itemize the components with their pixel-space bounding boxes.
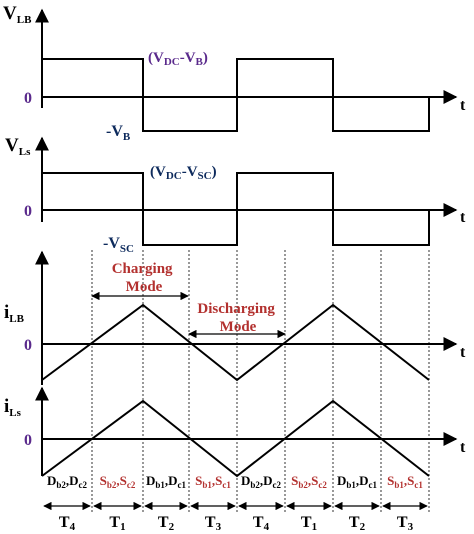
device-label: Db1,Dc1 [337, 473, 378, 490]
vls-axis-label: VLs [5, 135, 31, 158]
interval-label: T4 [59, 514, 76, 533]
interval-arrows-row: T4 T1 T2 T3 T4 T1 T2 T3 [43, 501, 428, 533]
discharging-mode-label: Discharging Mode [197, 301, 278, 335]
charging-mode-label: Charging Mode [112, 261, 177, 295]
device-label: Sb1,Sc1 [195, 473, 231, 490]
vlb-panel: VLB 0 t (VDC-VB) -VB [3, 3, 466, 143]
ils-t-label: t [460, 439, 466, 456]
neg-vsc-label: -VSC [103, 235, 134, 255]
ilb-panel: iLB 0 t Charging Mode Discharging Mode [4, 250, 466, 385]
ils-panel: iLs 0 t [4, 386, 466, 478]
device-label: Sb2,Sc2 [291, 473, 327, 490]
interval-label: T1 [109, 514, 125, 533]
vls-panel: VLs 0 t (VDC-VSC) -VSC [5, 135, 466, 255]
interval-label: T3 [397, 514, 414, 533]
device-label: Db1,Dc1 [146, 473, 187, 490]
vls-waveform [42, 172, 430, 246]
vlb-zero-label: 0 [24, 90, 32, 107]
interval-label: T3 [205, 514, 222, 533]
device-label: Sb1,Sc1 [387, 473, 423, 490]
ilb-waveform [41, 303, 430, 382]
vls-t-label: t [460, 209, 466, 226]
ils-axis-label: iLs [4, 396, 22, 419]
ils-waveform [41, 399, 430, 478]
device-labels-row: Db2,Dc2 Sb2,Sc2 Db1,Dc1 Sb1,Sc1 Db2,Dc2 Sb2,S… [47, 473, 423, 490]
vls-zero-label: 0 [24, 203, 32, 220]
ilb-axis-label: iLB [4, 302, 25, 325]
interval-label: T2 [158, 514, 175, 533]
interval-label: T2 [349, 514, 366, 533]
vdc-minus-vb-label: (VDC-VB) [148, 50, 208, 68]
device-label: Db2,Dc2 [241, 473, 282, 490]
device-label: Db2,Dc2 [47, 473, 88, 490]
neg-vb-label: -VB [106, 123, 131, 143]
interval-label: T4 [253, 514, 270, 533]
ilb-zero-label: 0 [24, 337, 32, 354]
vlb-t-label: t [460, 97, 466, 114]
vlb-waveform [42, 58, 430, 132]
vdc-minus-vsc-label: (VDC-VSC) [150, 164, 217, 182]
device-label: Sb2,Sc2 [100, 473, 136, 490]
vlb-axis-label: VLB [3, 3, 32, 26]
ilb-t-label: t [460, 344, 466, 361]
interval-label: T1 [301, 514, 317, 533]
ils-zero-label: 0 [24, 432, 32, 449]
